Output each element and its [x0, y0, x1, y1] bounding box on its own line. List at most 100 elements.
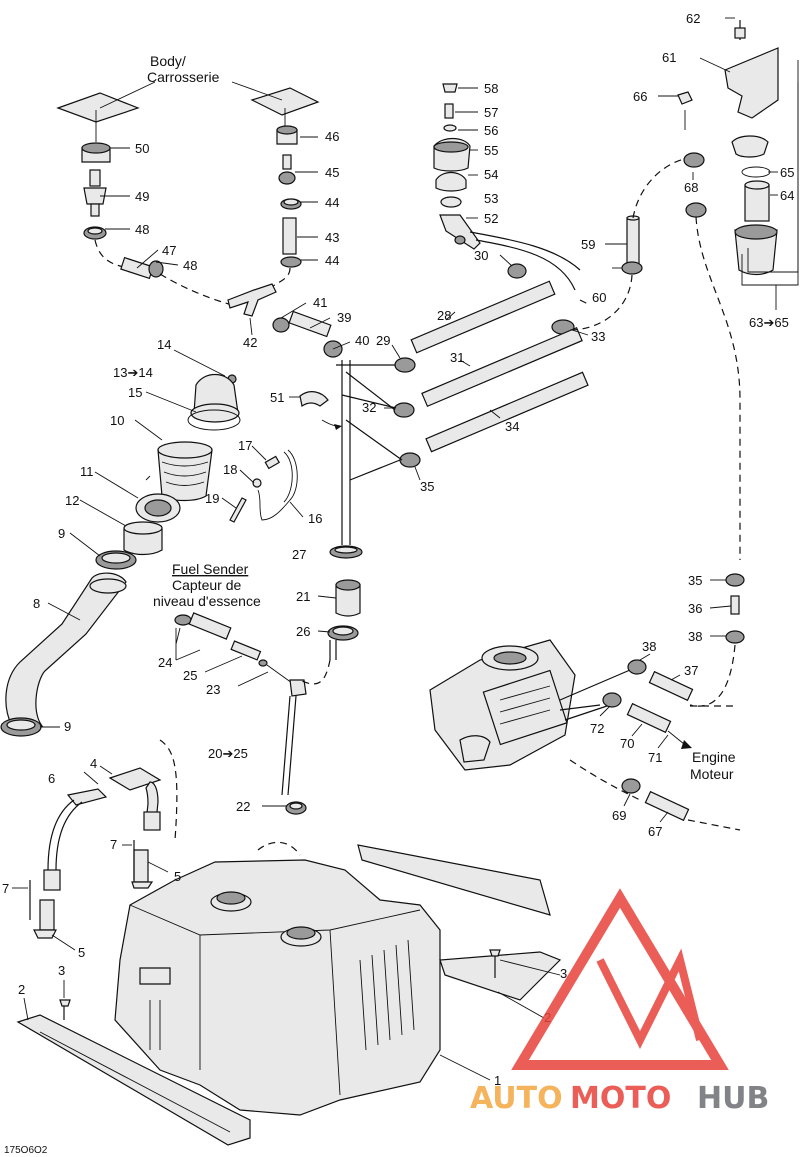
label-4: 4 — [90, 756, 97, 771]
cap-tether-chain — [229, 449, 298, 523]
label-60: 60 — [592, 290, 606, 305]
label-30: 30 — [474, 248, 488, 263]
label-3a: 3 — [58, 963, 65, 978]
label-63-65: 63➔65 — [749, 315, 789, 330]
vent-parts-right — [276, 125, 302, 268]
filter-assembly — [569, 20, 799, 560]
label-9b: 9 — [64, 719, 71, 734]
label-58: 58 — [484, 81, 498, 96]
support-plates — [16, 844, 562, 1146]
label-26: 26 — [296, 624, 310, 639]
label-64: 64 — [780, 188, 794, 203]
label-engine-fr: Moteur — [690, 766, 734, 782]
label-24: 24 — [158, 655, 172, 670]
label-11: 11 — [80, 464, 94, 479]
label-13-14: 13➔14 — [113, 365, 153, 380]
fuel-pump-parts — [433, 83, 591, 306]
label-44a: 44 — [325, 195, 339, 210]
label-10: 10 — [110, 413, 124, 428]
label-70: 70 — [620, 736, 634, 751]
dashed-lines-center — [159, 739, 301, 856]
label-19: 19 — [205, 491, 219, 506]
label-engine-en: Engine — [692, 749, 736, 765]
label-3b: 3 — [560, 966, 567, 981]
callout-labels: 50 49 48 47 48 46 45 44 43 44 41 39 42 4… — [2, 11, 794, 1156]
label-32: 32 — [362, 400, 376, 415]
label-50: 50 — [135, 141, 149, 156]
label-31: 31 — [450, 350, 464, 365]
label-62: 62 — [686, 11, 700, 26]
label-43: 43 — [325, 230, 339, 245]
label-35b: 35 — [688, 573, 702, 588]
label-fuel-sender-fr2: niveau d'essence — [153, 593, 261, 609]
label-9a: 9 — [58, 526, 65, 541]
fuel-tank — [114, 859, 441, 1116]
label-42: 42 — [243, 335, 257, 350]
tank-straps — [29, 767, 162, 939]
label-7b: 7 — [2, 881, 9, 896]
filler-cap-assembly — [0, 373, 241, 737]
label-14: 14 — [157, 337, 171, 352]
leader-lines — [12, 17, 778, 1081]
watermark-logo: AUTO MOTO HUB — [470, 888, 769, 1116]
label-20-25: 20➔25 — [208, 746, 248, 761]
engine-hoses — [569, 659, 741, 831]
group-bracket — [741, 60, 799, 310]
label-49: 49 — [135, 189, 149, 204]
label-54: 54 — [484, 167, 498, 182]
throttle-body — [429, 639, 631, 771]
label-40: 40 — [355, 333, 369, 348]
label-53: 53 — [484, 191, 498, 206]
label-52: 52 — [484, 211, 498, 226]
vent-parts-left — [81, 142, 111, 240]
label-7a: 7 — [110, 837, 117, 852]
label-41: 41 — [313, 295, 327, 310]
label-72: 72 — [590, 721, 604, 736]
label-29: 29 — [376, 333, 390, 348]
label-25: 25 — [183, 668, 197, 683]
label-12: 12 — [65, 493, 79, 508]
label-44b: 44 — [325, 253, 339, 268]
fuel-sender-assembly — [174, 612, 307, 815]
label-2a: 2 — [18, 982, 25, 997]
label-48a: 48 — [135, 222, 149, 237]
label-39: 39 — [337, 310, 351, 325]
label-38a: 38 — [688, 629, 702, 644]
right-fittings — [689, 573, 745, 707]
figure-id: 175O6O2 — [4, 1145, 48, 1156]
label-fuel-sender-fr1: Capteur de — [172, 577, 241, 593]
label-57: 57 — [484, 105, 498, 120]
watermark-text-moto: MOTO — [570, 1081, 671, 1116]
label-1: 1 — [494, 1073, 501, 1088]
label-38b: 38 — [642, 639, 656, 654]
body-mount-pads — [56, 81, 320, 142]
label-8: 8 — [33, 596, 40, 611]
label-48b: 48 — [183, 258, 197, 273]
label-67: 67 — [648, 824, 662, 839]
label-22: 22 — [236, 799, 250, 814]
label-59: 59 — [581, 237, 595, 252]
label-61: 61 — [662, 50, 676, 65]
label-36: 36 — [688, 601, 702, 616]
label-65: 65 — [780, 165, 794, 180]
label-71: 71 — [648, 750, 662, 765]
label-17: 17 — [238, 438, 252, 453]
label-21: 21 — [296, 589, 310, 604]
label-66: 66 — [633, 89, 647, 104]
label-35a: 35 — [420, 479, 434, 494]
label-69: 69 — [612, 808, 626, 823]
tank-neck-parts — [299, 360, 363, 685]
label-56: 56 — [484, 123, 498, 138]
label-5b: 5 — [78, 945, 85, 960]
label-47: 47 — [162, 243, 176, 258]
label-body-fr: Carrosserie — [147, 69, 220, 85]
label-37: 37 — [684, 663, 698, 678]
label-6: 6 — [48, 771, 55, 786]
watermark-text-auto: AUTO — [470, 1081, 563, 1116]
watermark-triangle-icon — [511, 888, 729, 1070]
label-23: 23 — [206, 682, 220, 697]
label-body-en: Body/ — [150, 53, 186, 69]
label-45: 45 — [325, 165, 339, 180]
label-5a: 5 — [174, 869, 181, 884]
